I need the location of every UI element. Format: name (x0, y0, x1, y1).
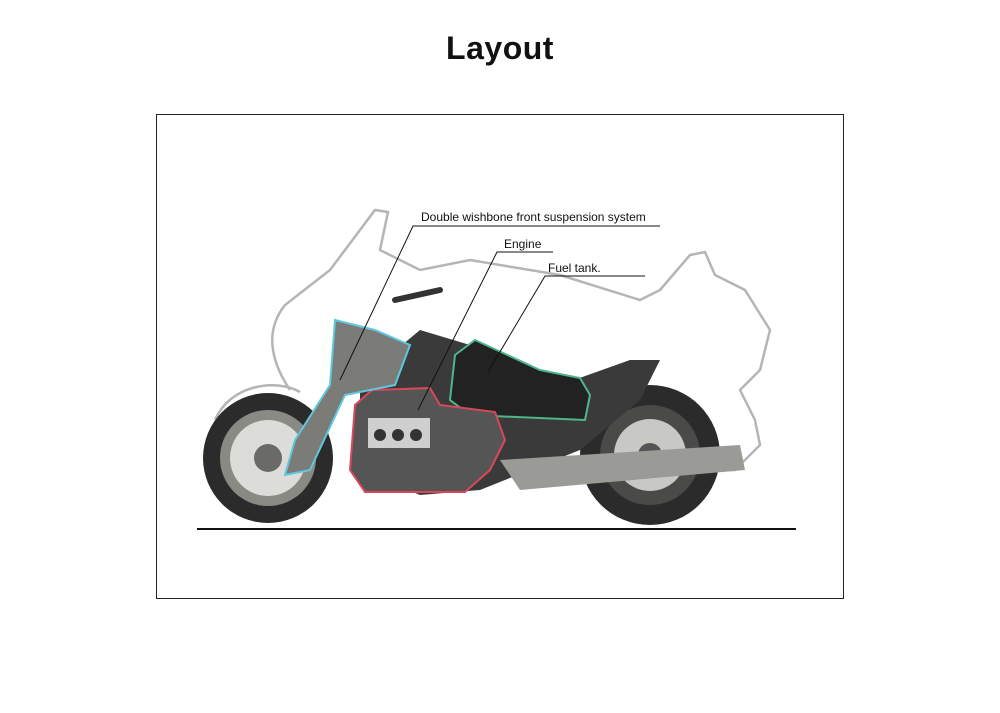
page-title: Layout (446, 30, 554, 66)
front-wheel (203, 393, 333, 523)
suspension-leader (339, 225, 660, 381)
diagram-frame (156, 114, 844, 599)
suspension-outline (283, 318, 412, 477)
callout-fuel-tank: Fuel tank. (548, 261, 601, 275)
callout-suspension: Double wishbone front suspension system (421, 210, 646, 224)
engine-leader (417, 251, 553, 411)
fuel-tank-leader (487, 275, 645, 373)
callout-engine: Engine (504, 237, 542, 251)
body-outline (271, 208, 772, 472)
fuel-tank-outline (448, 338, 592, 422)
